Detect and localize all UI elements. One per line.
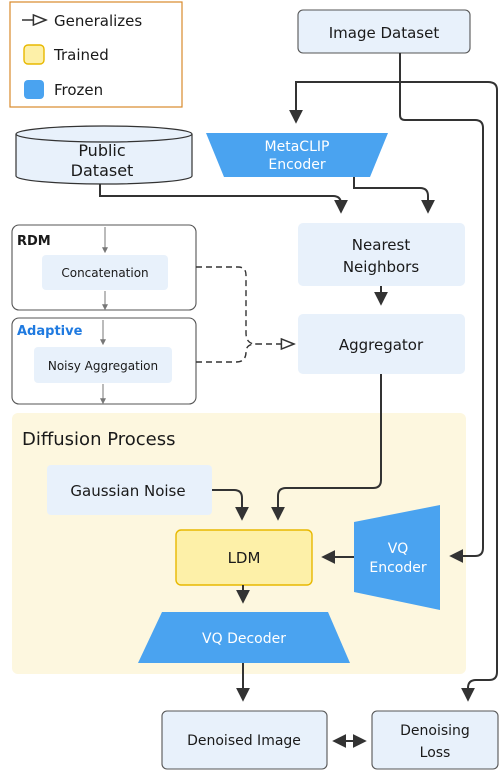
frozen-swatch-icon — [24, 80, 44, 99]
aggregator-box — [298, 314, 465, 374]
nearest-neighbors-label-line1: Nearest — [352, 236, 411, 254]
adaptive-title: Adaptive — [17, 324, 83, 339]
image-to-metaclip-arrow — [289, 53, 401, 124]
public-dataset-label-line2: Dataset — [71, 161, 134, 180]
gaussian-noise-box — [47, 465, 212, 515]
ldm-label: LDM — [228, 549, 261, 567]
diffusion-process-title: Diffusion Process — [22, 429, 175, 450]
metaclip-to-nearest-arrow — [353, 177, 435, 214]
noisy-aggregation-box — [34, 347, 172, 383]
image-to-denoising-loss-arrow — [400, 81, 498, 702]
metaclip-encoder-label-line1: MetaCLIP — [265, 139, 330, 155]
metaclip-encoder-shape — [206, 133, 388, 177]
image-dataset-label: Image Dataset — [329, 24, 440, 42]
denoised-image-box — [161, 710, 328, 770]
legend-frozen-label: Frozen — [54, 81, 103, 99]
adaptive-generalizes-connector — [196, 343, 257, 363]
public-to-nearest-arrow — [99, 184, 348, 214]
image-dataset-box — [297, 9, 471, 54]
denoising-loss-box — [371, 710, 499, 770]
denoising-loss-label-line2: Loss — [420, 745, 451, 761]
rdm-generalizes-connector — [196, 266, 257, 345]
rdm-title: RDM — [17, 234, 51, 249]
vq-encoder-shape — [354, 505, 440, 610]
gaussian-noise-label: Gaussian Noise — [70, 482, 185, 500]
image-to-vq-encoder-arrow — [399, 82, 484, 563]
vq-encoder-label-line2: Encoder — [369, 560, 426, 576]
public-dataset-cylinder — [15, 134, 193, 185]
noisy-aggregation-label: Noisy Aggregation — [48, 359, 158, 373]
aggregator-to-ldm-arrow — [271, 374, 382, 521]
aggregator-label: Aggregator — [339, 336, 424, 354]
legend-generalizes-label: Generalizes — [54, 12, 142, 30]
public-dataset-cylinder-top — [15, 125, 193, 143]
trained-swatch-icon — [23, 44, 45, 65]
vq-decoder-shape — [138, 612, 350, 663]
nearest-neighbors-label-line2: Neighbors — [343, 258, 420, 276]
concatenation-label: Concatenation — [61, 266, 148, 280]
noise-to-ldm-arrow — [212, 489, 249, 521]
concatenation-box — [42, 255, 168, 290]
vq-encoder-label-line1: VQ — [388, 541, 409, 557]
metaclip-encoder-label-line2: Encoder — [268, 157, 325, 173]
legend-trained-label: Trained — [53, 46, 109, 64]
nearest-neighbors-box — [298, 223, 465, 286]
public-dataset-label-line1: Public — [78, 141, 125, 160]
denoised-image-label: Denoised Image — [187, 733, 301, 749]
denoising-loss-label-line1: Denoising — [400, 723, 470, 739]
vq-decoder-label: VQ Decoder — [202, 631, 286, 647]
